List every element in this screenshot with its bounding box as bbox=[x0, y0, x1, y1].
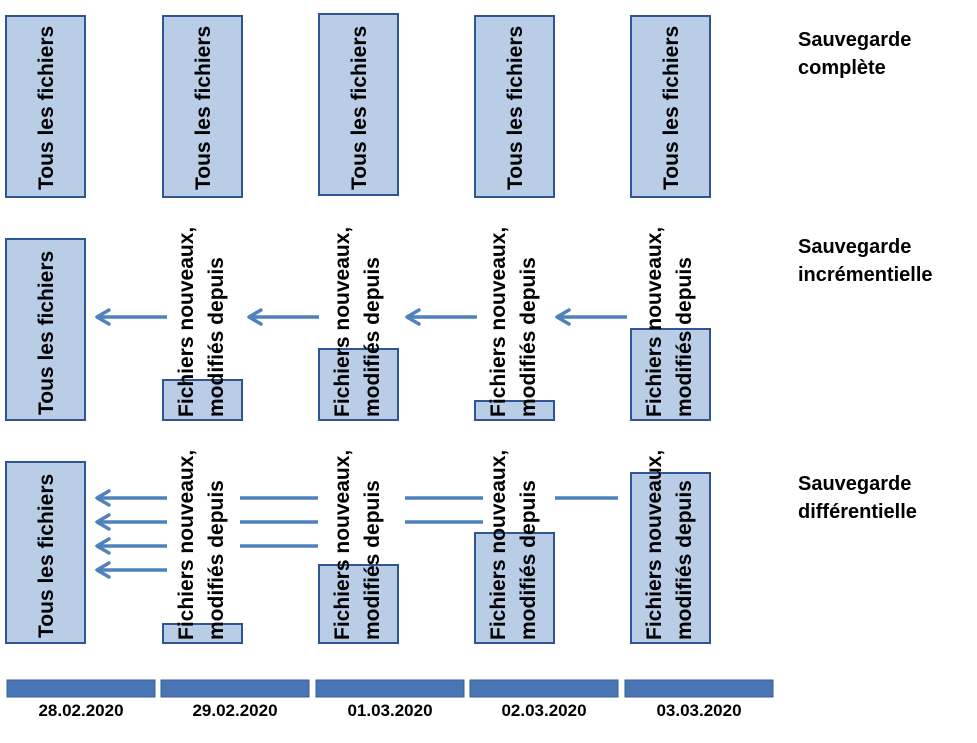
differential-arrowhead-4 bbox=[95, 561, 111, 579]
differential-arrowhead-1 bbox=[95, 489, 111, 507]
differential-arrowhead-2 bbox=[95, 513, 111, 531]
changed-files-label-differential-3-line2: modifiés depuis bbox=[361, 480, 384, 640]
changed-files-label-incremental-3-line1: Fichiers nouveaux, bbox=[331, 227, 354, 417]
row-label-incremental-line2: incrémentielle bbox=[798, 264, 933, 286]
incremental-arrowhead-1 bbox=[95, 308, 111, 326]
all-files-label-3-line1: Tous les fichiers bbox=[348, 26, 371, 190]
backup-box-incremental-2 bbox=[162, 379, 243, 421]
changed-files-label-differential-2-line2: modifiés depuis bbox=[205, 480, 228, 640]
incremental-arrowhead-3 bbox=[405, 308, 421, 326]
all-files-label-4-line1: Tous les fichiers bbox=[504, 26, 527, 190]
changed-files-label-differential-4-line1: Fichiers nouveaux, bbox=[487, 450, 510, 640]
backup-box-incremental-5 bbox=[630, 328, 711, 421]
date-label-3: 01.03.2020 bbox=[347, 701, 433, 720]
changed-files-label-incremental-5-line2: modifiés depuis bbox=[673, 257, 696, 417]
all-files-label-2-line1: Tous les fichiers bbox=[192, 26, 215, 190]
row-label-full: Sauvegarde complète bbox=[798, 26, 911, 82]
row-label-differential-line2: différentielle bbox=[798, 501, 917, 523]
backup-box-differential-3 bbox=[318, 564, 399, 644]
row-label-full-line2: complète bbox=[798, 57, 886, 79]
changed-files-label-incremental-5-line1: Fichiers nouveaux, bbox=[643, 227, 666, 417]
backup-box-full-1 bbox=[5, 15, 86, 198]
changed-files-label-differential-5-line2: modifiés depuis bbox=[673, 480, 696, 640]
row-label-full-line1: Sauvegarde bbox=[798, 29, 912, 51]
backup-box-full-3 bbox=[318, 13, 399, 196]
differential-arrowhead-3 bbox=[95, 537, 111, 555]
timeline-bar-3 bbox=[315, 679, 465, 698]
backup-box-incremental-1 bbox=[5, 238, 86, 421]
changed-files-label-differential-5-line1: Fichiers nouveaux, bbox=[643, 450, 666, 640]
timeline-bar-5 bbox=[624, 679, 774, 698]
backup-box-differential-2 bbox=[162, 623, 243, 644]
row-label-incremental: Sauvegarde incrémentielle bbox=[798, 233, 933, 289]
all-files-label-5-line1: Tous les fichiers bbox=[660, 26, 683, 190]
changed-files-label-differential-3-line1: Fichiers nouveaux, bbox=[331, 450, 354, 640]
changed-files-label-incremental-3-line2: modifiés depuis bbox=[361, 257, 384, 417]
changed-files-label-differential-4-line2: modifiés depuis bbox=[517, 480, 540, 640]
changed-files-label-incremental-4-line2: modifiés depuis bbox=[517, 257, 540, 417]
backup-box-differential-4 bbox=[474, 532, 555, 644]
changed-files-label-incremental-4-line1: Fichiers nouveaux, bbox=[487, 227, 510, 417]
backup-box-differential-1 bbox=[5, 461, 86, 644]
date-label-4: 02.03.2020 bbox=[501, 701, 587, 720]
backup-box-incremental-3 bbox=[318, 348, 399, 421]
all-files-label-1-line1: Tous les fichiers bbox=[35, 251, 58, 415]
row-label-incremental-line1: Sauvegarde bbox=[798, 236, 912, 258]
date-label-2: 29.02.2020 bbox=[192, 701, 278, 720]
changed-files-label-incremental-2-line2: modifiés depuis bbox=[205, 257, 228, 417]
timeline-bar-4 bbox=[469, 679, 619, 698]
backup-box-incremental-4 bbox=[474, 400, 555, 421]
incremental-arrowhead-4 bbox=[555, 308, 571, 326]
timeline-bar-1 bbox=[6, 679, 156, 698]
date-label-5: 03.03.2020 bbox=[656, 701, 742, 720]
backup-box-differential-5 bbox=[630, 472, 711, 644]
backup-box-full-4 bbox=[474, 15, 555, 198]
backup-box-full-2 bbox=[162, 15, 243, 198]
all-files-label-1-line1: Tous les fichiers bbox=[35, 26, 58, 190]
changed-files-label-incremental-2-line1: Fichiers nouveaux, bbox=[175, 227, 198, 417]
changed-files-label-differential-2-line1: Fichiers nouveaux, bbox=[175, 450, 198, 640]
row-label-differential: Sauvegarde différentielle bbox=[798, 470, 917, 526]
row-label-differential-line1: Sauvegarde bbox=[798, 473, 912, 495]
date-label-1: 28.02.2020 bbox=[38, 701, 124, 720]
backup-box-full-5 bbox=[630, 15, 711, 198]
timeline-bar-2 bbox=[160, 679, 310, 698]
incremental-arrowhead-2 bbox=[247, 308, 263, 326]
all-files-label-1-line1: Tous les fichiers bbox=[35, 474, 58, 638]
